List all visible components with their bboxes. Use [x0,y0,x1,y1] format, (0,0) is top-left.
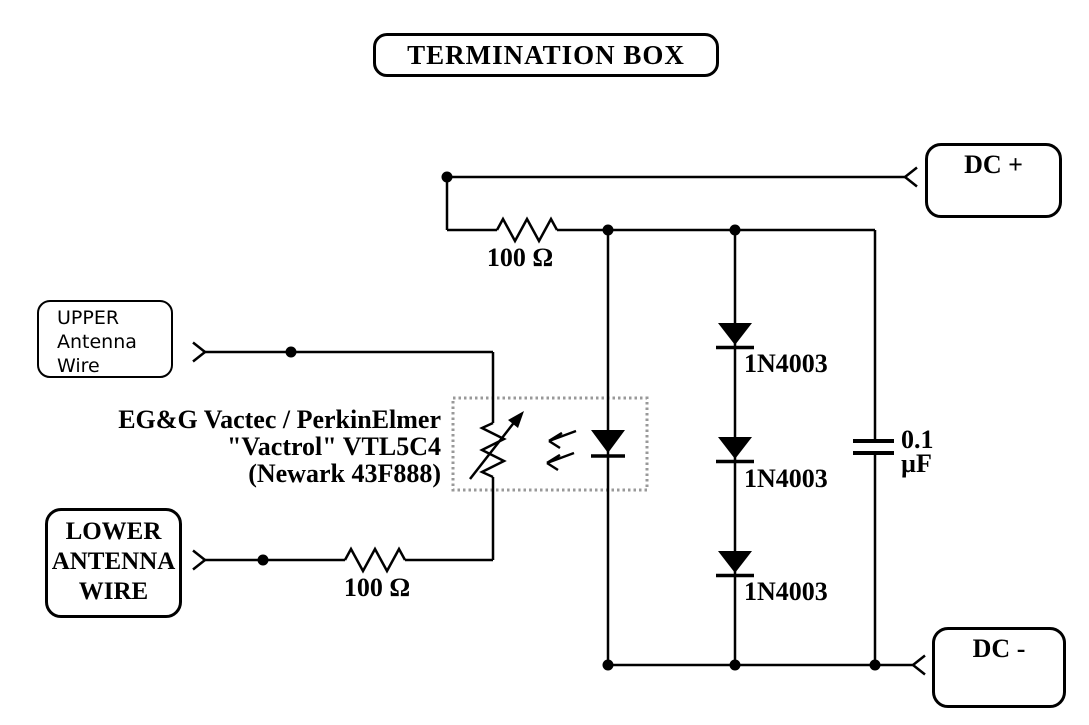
led-triangle [591,430,625,453]
resistor-top-value: 100 Ω [486,243,554,272]
diode-symbol-1 [716,323,754,350]
junction-dot [729,659,741,671]
diode-symbol-3 [716,551,754,578]
title-box: TERMINATION BOX [373,33,719,77]
connector-dc-minus-icon [912,654,926,676]
photoresistor-arrowhead-icon [508,411,524,428]
capacitor-value: 0.1 [901,425,934,454]
vactrol-label-line2: "Vactrol" VTL5C4 [226,432,441,461]
upper-antenna-line2: Antenna [57,331,137,353]
capacitor-unit: µF [901,449,932,478]
vactrol-outline [451,396,649,492]
diode1-label: 1N4003 [744,349,828,378]
resistor-symbol-top [495,216,559,244]
connector-lower-antenna-icon [192,549,206,571]
diode2-label: 1N4003 [744,464,828,493]
light-arrow-icon [546,451,575,472]
junction-dot [869,659,881,671]
diode-triangle [718,551,752,573]
connector-upper-antenna-icon [192,341,206,363]
junction-dot [441,171,453,183]
lower-antenna-line1: LOWER [65,518,162,545]
dc-minus-label: DC - [972,634,1026,663]
diode-symbol-2 [716,437,754,464]
junction-dot [602,224,614,236]
junction-dots [257,171,881,671]
diode3-label: 1N4003 [744,577,828,606]
vactrol-part-label: EG&G Vactec / PerkinElmer "Vactrol" VTL5… [95,406,441,487]
lower-antenna-line2: ANTENNA [51,548,176,575]
junction-dot [602,659,614,671]
photoresistor-symbol [479,421,507,479]
page-title: TERMINATION BOX [407,39,685,70]
junction-dot [729,224,741,236]
diode-triangle [718,437,752,459]
diode-triangle [718,323,752,345]
led-symbol [591,430,625,458]
connector-dc-plus-icon [904,166,918,188]
vactrol-label-line3: (Newark 43F888) [248,459,441,488]
upper-antenna-box: UPPER Antenna Wire [37,300,173,378]
dc-plus-terminal-box: DC + [925,143,1062,218]
lower-antenna-line3: WIRE [78,578,149,605]
light-arrow-icon [548,429,577,450]
junction-dot [285,346,297,358]
dc-minus-terminal-box: DC - [932,627,1066,708]
capacitor-symbol [853,439,894,455]
upper-antenna-line1: UPPER [57,307,120,329]
vactrol-label-line1: EG&G Vactec / PerkinElmer [118,405,441,434]
junction-dot [257,554,269,566]
resistor-lower-value: 100 Ω [343,573,411,602]
lower-antenna-box: LOWER ANTENNA WIRE [45,508,182,618]
photoresistor-arrow-shaft [469,419,517,480]
upper-antenna-line3: Wire [57,355,100,377]
dc-plus-label: DC + [964,150,1023,179]
resistor-symbol-lower [343,546,407,574]
